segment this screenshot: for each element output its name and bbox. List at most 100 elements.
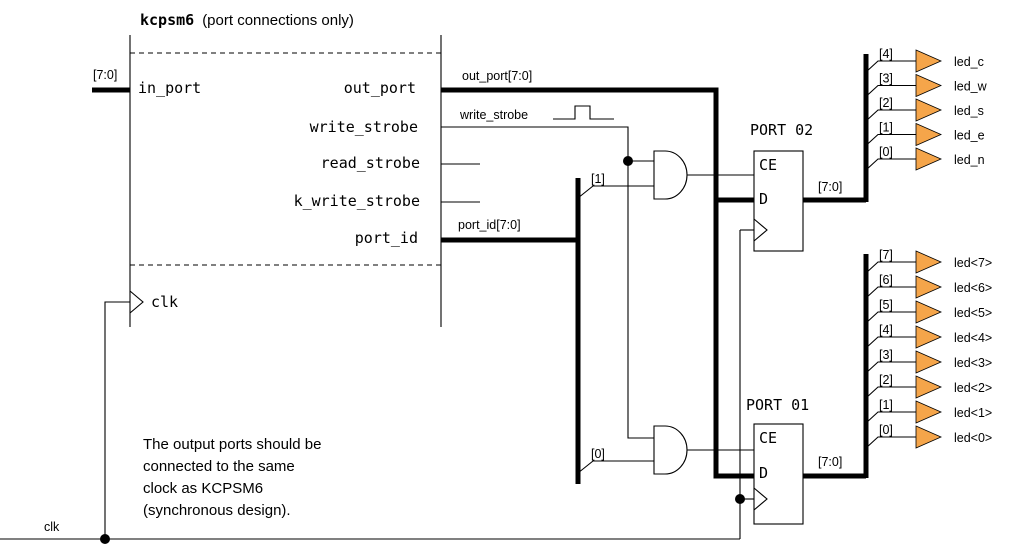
register-port-02-ce: CE: [759, 156, 777, 174]
led-bottom-row: [2]led<2>: [865, 373, 992, 399]
led-top-tap-wire: [865, 84, 916, 97]
led-bottom-bit-label: [4]: [879, 323, 893, 337]
register-port-01: PORT 01 CE D: [746, 396, 809, 525]
led-bottom-tap-wire: [865, 311, 916, 324]
clk-junction-right: [735, 494, 745, 504]
led-buffer-triangle-icon: [915, 300, 942, 324]
port-01-q-label: [7:0]: [818, 455, 842, 469]
led-buffer-triangle-icon: [915, 275, 942, 299]
in-port-bus-label: [7:0]: [93, 68, 117, 82]
write-strobe-pulse-icon: [553, 105, 614, 120]
clk-junction-left: [100, 534, 110, 544]
led-bottom-bit-label: [3]: [879, 348, 893, 362]
led-buffer-triangle-icon: [915, 147, 942, 171]
led-bottom-row: [6] led<6>: [865, 273, 992, 299]
led-top-label: led_s: [954, 104, 984, 118]
port-id-bit0-label: [0]: [591, 447, 605, 461]
led-bottom-row: [1] led<1>: [865, 398, 992, 424]
block-clock-triangle: [129, 290, 144, 314]
led-buffer-triangle-icon: [915, 98, 942, 122]
note-line-1: The output ports should be: [143, 436, 321, 453]
led-top-row: [3] led_w: [865, 72, 988, 98]
led-bottom-tap-wire: [865, 411, 916, 424]
led-bottom-label: led<3>: [954, 356, 992, 370]
and-gate-top: [653, 150, 688, 200]
block-title: kcpsm6(port connections only): [140, 11, 354, 29]
led-bottom-label: led<1>: [954, 406, 992, 420]
port-id-bus-label: port_id[7:0]: [458, 218, 521, 232]
register-port-01-d: D: [759, 464, 768, 482]
led-bottom-row: [0]led<0>: [865, 423, 992, 449]
port-label-out-port: out_port: [344, 79, 416, 97]
led-top-label: led_c: [954, 55, 984, 69]
note-line-3: clock as KCPSM6: [143, 480, 263, 497]
port-id-bit1-label: [1]: [591, 172, 605, 186]
led-top-tap-wire: [865, 109, 916, 122]
led-bottom-bit-label: [1]: [879, 398, 893, 412]
register-port-02: PORT 02 CE D: [750, 121, 813, 252]
port-id-bit0-tap: [577, 460, 654, 474]
port-label-clk: clk: [151, 293, 178, 311]
led-top-bit-label: [3]: [879, 72, 893, 86]
led-bottom-label: led<4>: [954, 331, 992, 345]
led-buffer-triangle-icon: [915, 375, 942, 399]
led-buffer-triangle-icon: [915, 400, 942, 424]
register-port-01-name: PORT 01: [746, 396, 809, 414]
register-port-02-clock-triangle: [753, 218, 768, 242]
led-bottom-tap-wire: [865, 386, 916, 399]
register-port-02-d: D: [759, 190, 768, 208]
led-top-bit-label: [0]: [879, 145, 893, 159]
led-top-tap-wire: [865, 158, 916, 171]
led-bottom-label: led<0>: [954, 431, 992, 445]
led-buffer-triangle-icon: [915, 325, 942, 349]
led-top-label: led_n: [954, 153, 985, 167]
port-id-bit1-tap: [577, 185, 654, 199]
led-top-bit-label: [1]: [879, 121, 893, 135]
led-bottom-bit-label: [5]: [879, 298, 893, 312]
led-buffer-triangle-icon: [915, 49, 942, 73]
led-bottom-label: led<6>: [954, 281, 992, 295]
led-buffer-triangle-icon: [915, 350, 942, 374]
led-bottom-label: led<7>: [954, 256, 992, 270]
led-bottom-tap-wire: [865, 361, 916, 374]
led-bottom-bit-label: [6]: [879, 273, 893, 287]
led-top-tap-wire: [865, 60, 916, 73]
led-bottom-row: [3] led<3>: [865, 348, 992, 374]
led-bottom-tap-wire: [865, 336, 916, 349]
register-port-02-name: PORT 02: [750, 121, 813, 139]
led-top-bit-label: [4]: [879, 47, 893, 61]
write-strobe-label: write_strobe: [459, 108, 528, 122]
led-buffer-triangle-icon: [915, 73, 942, 98]
led-top-group: [4] led_c [3] led_w [2] led_s [1] led_e [0] led_n: [865, 47, 988, 171]
led-buffer-triangle-icon: [915, 122, 942, 147]
port-label-read-strobe: read_strobe: [321, 154, 420, 172]
led-bottom-row: [7] led<7>: [865, 248, 992, 274]
write-strobe-junction: [623, 156, 633, 166]
led-top-row: [2] led_s: [865, 96, 984, 122]
led-buffer-triangle-icon: [915, 250, 942, 274]
note-line-4: (synchronous design).: [143, 502, 291, 519]
led-top-row: [0] led_n: [865, 145, 985, 171]
port-label-port-id: port_id: [355, 229, 418, 247]
led-top-label: led_w: [954, 80, 988, 94]
led-top-bit-label: [2]: [879, 96, 893, 110]
led-top-row: [4] led_c: [865, 47, 984, 73]
led-bottom-bit-label: [7]: [879, 248, 893, 262]
led-bottom-bit-label: [2]: [879, 373, 893, 387]
led-top-tap-wire: [865, 133, 916, 146]
led-bottom-row: [5] led<5>: [865, 298, 992, 324]
led-buffer-triangle-icon: [915, 425, 942, 449]
register-port-01-ce: CE: [759, 429, 777, 447]
led-bottom-label: led<5>: [954, 306, 992, 320]
led-bottom-group: [7] led<7> [6] led<6> [5] led<5> [4] led<4> [3] l…: [865, 248, 992, 449]
kcpsm6-block: kcpsm6(port connections only) in_port ou…: [129, 11, 442, 327]
led-bottom-row: [4] led<4>: [865, 323, 992, 349]
led-top-label: led_e: [954, 129, 985, 143]
led-bottom-tap-wire: [865, 286, 916, 299]
note-line-2: connected to the same: [143, 458, 295, 475]
port-label-write-strobe: write_strobe: [310, 118, 418, 136]
led-bottom-tap-wire: [865, 261, 916, 274]
port-label-k-write-strobe: k_write_strobe: [294, 192, 420, 210]
port-label-in-port: in_port: [138, 79, 201, 97]
